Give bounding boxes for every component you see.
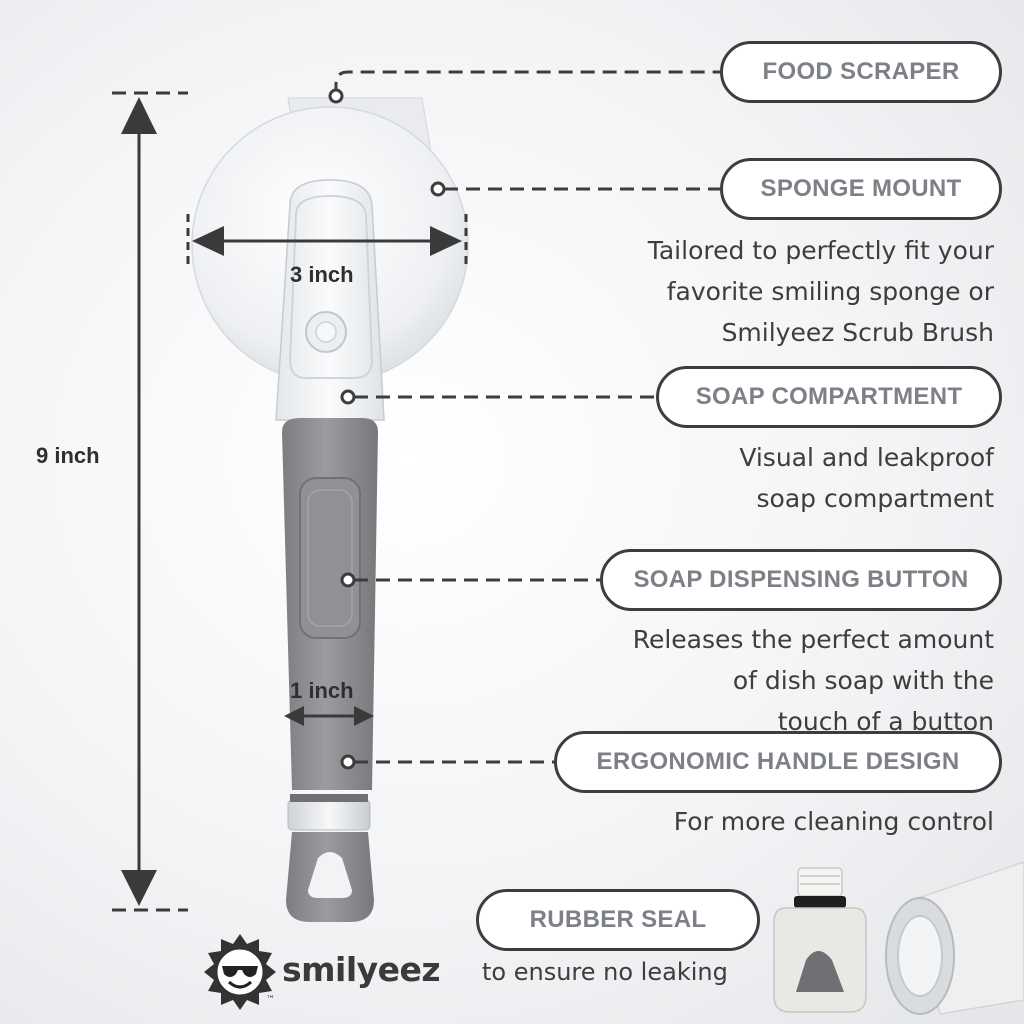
brand-name: smilyeez [282, 950, 441, 989]
rubber-seal-description: to ensure no leaking [482, 958, 728, 986]
ergonomic-handle-label: ERGONOMIC HANDLE DESIGN [554, 731, 1002, 793]
arrow-down-icon [121, 870, 157, 906]
soap-dispensing-button-label: SOAP DISPENSING BUTTON [600, 549, 1002, 611]
soap-compartment-description: Visual and leakproof soap compartment [739, 443, 994, 513]
height-dimension-marker [112, 91, 188, 912]
soap-dispensing-button-description: Releases the perfect amount of dish soap… [632, 625, 994, 736]
height-dimension-label: 9 inch [36, 443, 100, 468]
nozzle-ring-shape [287, 799, 371, 831]
food-scraper-label: FOOD SCRAPER [720, 41, 1002, 103]
callout-dot-icon [328, 88, 446, 770]
trademark-symbol: ™ [266, 995, 275, 1005]
arrow-right-icon [430, 226, 462, 256]
sponge-mount-description: Tailored to perfectly fit your favorite … [647, 236, 994, 347]
hang-hole-shape [308, 852, 352, 898]
handle-width-dimension-label: 1 inch [290, 678, 354, 703]
leader-lines [334, 70, 720, 764]
ergonomic-handle-description: For more cleaning control [673, 807, 994, 836]
soap-compartment-label: SOAP COMPARTMENT [656, 366, 1002, 428]
arrow-up-icon [121, 97, 157, 134]
sponge-mount-label: SPONGE MOUNT [720, 158, 1002, 220]
rubber-seal-label: RUBBER SEAL [476, 889, 760, 951]
head-width-dimension-marker [186, 214, 468, 266]
sun-face-logo-icon [204, 934, 276, 1010]
handle-tube-end-shape [885, 861, 1024, 1015]
rubber-seal-cap-shape [773, 867, 867, 1013]
soap-dispensing-button-shape [299, 477, 361, 639]
arrow-left-icon [192, 226, 224, 256]
head-width-dimension-label: 3 inch [290, 262, 354, 287]
rubber-ring-icon [794, 896, 846, 908]
